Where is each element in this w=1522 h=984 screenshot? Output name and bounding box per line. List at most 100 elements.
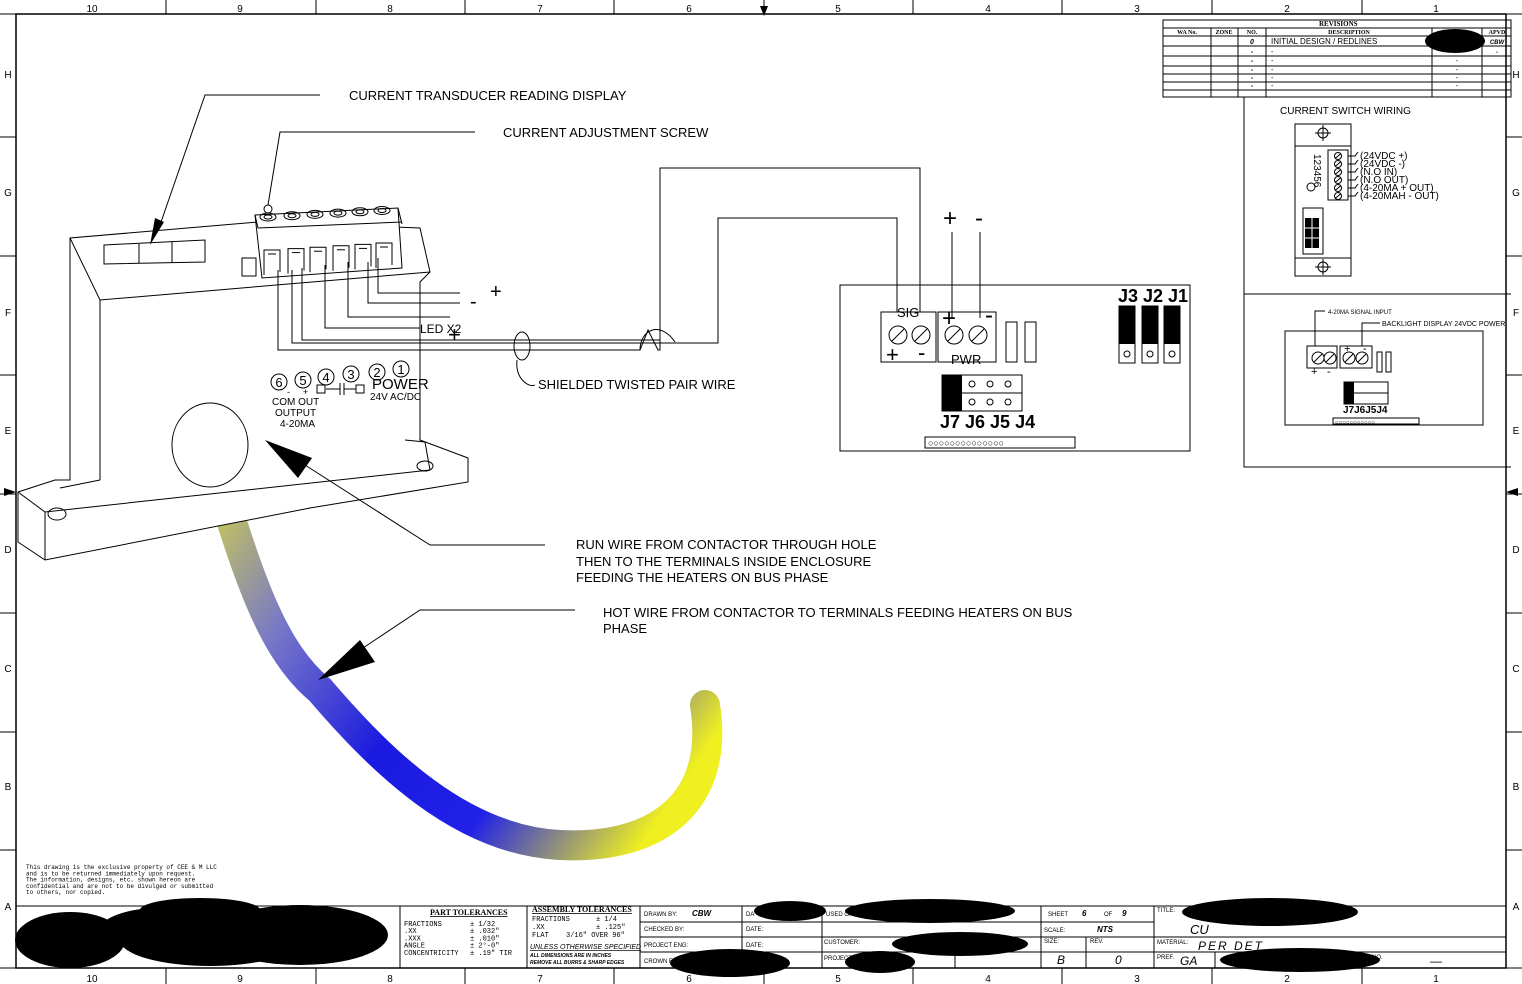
board-sig-minus: -: [918, 340, 925, 365]
column-label: 10: [86, 974, 98, 984]
switch-screw-icon: [1334, 176, 1342, 184]
board-jumpers-bottom: J7 J6 J5 J4: [940, 412, 1035, 432]
row-label: D: [4, 545, 11, 556]
revision-date: -: [1456, 67, 1459, 74]
callout-screw: CURRENT ADJUSTMENT SCREW: [503, 125, 709, 140]
switch-terminal-screws: [1334, 152, 1342, 200]
signal-jumper-fill: [1344, 382, 1354, 404]
revision-apvd: -: [1496, 50, 1498, 56]
terminal-number: 3: [347, 367, 354, 382]
material-label: MATERIAL:: [1157, 940, 1189, 946]
title-label: TITLE:: [1157, 908, 1175, 914]
column-label: 3: [1134, 974, 1140, 984]
part-tol-value: ± .010": [470, 935, 499, 943]
transducer-small-minus: -: [287, 387, 290, 397]
of-label: OF: [1104, 912, 1113, 918]
part-tol-value: ± 1/32: [470, 921, 495, 929]
screw-head-icon: [263, 214, 273, 220]
switch-screw-icon: [1334, 192, 1342, 200]
notice-line: and is to be returned immediately upon r…: [26, 870, 195, 877]
screw-icon: [329, 208, 347, 218]
screw-head-icon: [355, 209, 365, 215]
part-tol-title: PART TOLERANCES: [430, 908, 508, 917]
revisions-header: WA No.: [1177, 30, 1197, 36]
switch-screw-icon: [1334, 168, 1342, 176]
center-mark-top: [760, 6, 768, 16]
terminal-slot: [309, 246, 327, 273]
switch-title: CURRENT SWITCH WIRING: [1280, 106, 1411, 117]
revision-description: -: [1271, 58, 1274, 65]
pref-label: PREF.: [1157, 955, 1174, 961]
screw-head-icon: [377, 208, 387, 213]
screw-head-icon: [333, 210, 343, 216]
row-label: E: [5, 426, 12, 437]
customer-label: CUSTOMER:: [824, 940, 860, 946]
column-label: 2: [1284, 4, 1290, 15]
switch-terminal-label: (4-20MA + OUT): [1360, 183, 1434, 194]
switch-lead: [1348, 183, 1359, 189]
part-tol-label: CONCENTRICITY: [404, 950, 459, 958]
row-label: A: [5, 902, 12, 913]
size-value: B: [1057, 953, 1065, 967]
column-label: 6: [686, 4, 692, 15]
callout-run-wire-1: RUN WIRE FROM CONTACTOR THROUGH HOLE: [576, 537, 877, 552]
column-label: 4: [985, 4, 991, 15]
revision-no: -: [1251, 67, 1254, 74]
transducer-com-out: COM OUT: [272, 397, 319, 408]
terminal-number-circle: [270, 373, 288, 391]
scale-label: SCALE:: [1044, 928, 1066, 934]
switch-screw-icon: [1334, 184, 1342, 192]
redaction-rev: [1425, 29, 1485, 53]
board-top-plus: +: [943, 205, 957, 232]
transducer-output: OUTPUT: [275, 408, 316, 419]
terminal-number: 5: [299, 373, 306, 388]
column-label: 7: [537, 4, 543, 15]
revision-date: -: [1456, 75, 1459, 82]
callout-run-wire-2: THEN TO THE TERMINALS INSIDE ENCLOSURE: [576, 554, 872, 569]
part-no-value: —: [1430, 954, 1442, 968]
column-label: 6: [686, 974, 692, 984]
terminal-slot: [354, 243, 372, 270]
switch-terminal-label: (N.O OUT): [1360, 175, 1408, 186]
part-tol-label: ANGLE: [404, 943, 425, 951]
terminal-number-circle: [368, 363, 386, 381]
transducer-small-plus: +: [303, 387, 308, 397]
signal-plus-top: +: [1344, 343, 1350, 355]
proprietary-notice: This drawing is the exclusive property o…: [26, 864, 217, 896]
drawn-by-value: CBW: [692, 909, 713, 918]
screw-icon: [373, 206, 391, 215]
checked-by-label: CHECKED BY:: [644, 927, 685, 933]
board-pwr-plus: +: [942, 305, 956, 332]
column-label: 5: [835, 4, 841, 15]
date-label-2: DATE:: [746, 943, 764, 949]
revision-no: 0: [1250, 39, 1254, 46]
row-label: D: [1512, 545, 1519, 556]
column-label: 9: [237, 974, 243, 984]
arrow-hot-wire: [318, 640, 375, 680]
notice-line: confidential and are not to be divulged …: [26, 883, 214, 890]
transducer-power: POWER: [372, 376, 429, 393]
revision-date: -: [1456, 83, 1459, 90]
callout-display: CURRENT TRANSDUCER READING DISPLAY: [349, 88, 627, 103]
transducer-power-symbol: [316, 383, 365, 395]
rev-value: 0: [1115, 953, 1122, 967]
center-mark-right: [1506, 488, 1518, 496]
drawn-by-label: DRAWN BY:: [644, 912, 678, 918]
row-label: B: [5, 782, 12, 793]
row-label: F: [1513, 308, 1519, 319]
revision-date: -: [1456, 58, 1459, 65]
screw-icon: [283, 211, 301, 221]
part-tol-value: ± .032": [470, 928, 499, 936]
revision-description: -: [1271, 67, 1274, 74]
column-label: 7: [537, 974, 543, 984]
terminal-number: 2: [373, 365, 380, 380]
row-label: B: [1513, 782, 1520, 793]
project-label: PROJECT: [824, 956, 852, 962]
terminal-number-circle: [392, 360, 410, 378]
da-label: DA: [746, 912, 754, 918]
column-label: 1: [1433, 4, 1439, 15]
